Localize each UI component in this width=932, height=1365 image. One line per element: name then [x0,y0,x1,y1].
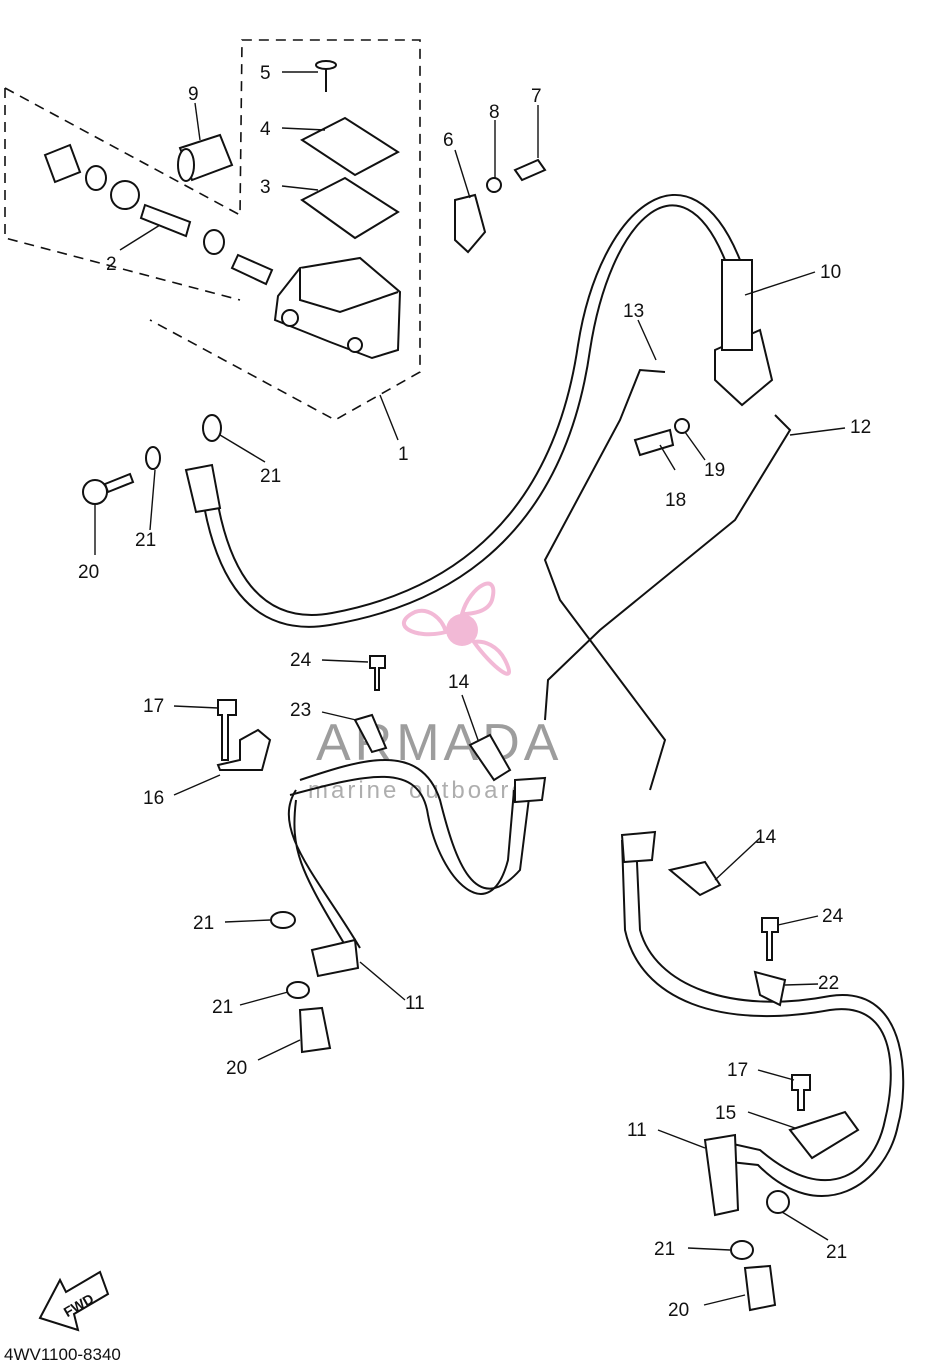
brake-hose-upper [199,204,726,628]
label-part-24-a: 24 [290,650,312,671]
label-part-21-f: 21 [654,1239,675,1260]
brake-pipe-13 [543,368,667,791]
leader-lines [94,71,846,1306]
label-part-21-d: 21 [212,997,233,1018]
joint-hose-part [721,259,753,351]
washer-21-f-part [730,1240,754,1260]
holder-washer-part [486,177,502,193]
hose-fitting-right-part [620,830,657,864]
label-part-10: 10 [820,262,841,283]
guide-14-lower-part [667,860,722,897]
diagram-code: 4WV1100-8340 [4,1345,121,1364]
assembly-outline-piston-kit [4,39,421,421]
clamp-23-part [353,713,388,754]
label-part-21-a: 21 [260,466,281,487]
label-part-24-b: 24 [822,906,844,927]
hose-fitting-left-part [514,776,547,804]
union-bolt-18-part [633,428,675,457]
piston-kit-part [43,143,274,286]
label-part-14-a: 14 [448,672,470,693]
label-part-17-b: 17 [727,1060,748,1081]
washer-21-c-part [270,911,296,929]
union-bolt-20-left-part [82,472,135,505]
guide-14-upper-part [468,733,512,782]
boot-part [177,133,234,182]
washer-19-part [674,418,690,434]
bracket-16-part [216,728,272,771]
washer-21-a-part [145,446,161,470]
label-part-21-b: 21 [135,530,156,551]
label-part-12: 12 [850,417,871,438]
label-part-1: 1 [398,444,409,465]
label-part-16: 16 [143,788,164,809]
bolt-17-left-part [217,699,237,761]
hose-end-right-part [703,1133,740,1217]
label-part-11-a: 11 [405,993,425,1014]
label-part-21-e: 21 [826,1242,847,1263]
brake-hose-11-left [287,789,361,949]
label-part-21-c: 21 [193,913,214,934]
holder-part [454,193,487,254]
brake-hose-11-right-outline [635,839,905,1197]
label-part-4: 4 [260,119,271,140]
label-part-3: 3 [260,177,271,198]
label-part-8: 8 [489,102,500,123]
bracket-15-part [788,1110,860,1160]
label-part-15: 15 [715,1103,736,1124]
label-part-2: 2 [106,254,117,275]
label-part-11-b: 11 [627,1120,647,1141]
label-part-23: 23 [290,700,311,721]
label-part-20-b: 20 [226,1058,247,1079]
label-part-17-a: 17 [143,696,164,717]
reservoir-cap-part [300,116,400,177]
brake-pipe-12 [544,414,792,721]
fwd-arrow-icon: FWD [38,1270,110,1332]
union-bolt-20-mid-part [298,1006,332,1054]
cap-screw-part [315,60,337,92]
label-part-14-b: 14 [755,827,777,848]
brake-hose-upper-outline [213,194,741,616]
label-part-6: 6 [443,130,454,151]
clamp-22-part [753,970,787,1007]
bolt-24-left-part [369,655,386,691]
washer-21-e-part [766,1190,790,1214]
brake-hose-11-left-main [299,759,531,890]
master-cylinder-body-part [273,256,402,360]
watermark-propeller-icon [401,581,512,676]
diaphragm-part [300,176,400,240]
brake-hose-11-right [621,839,892,1181]
bolt-24-right-part [761,917,779,961]
washer-21-b-part [202,414,222,442]
label-part-5: 5 [260,63,271,84]
label-part-9: 9 [188,84,199,105]
label-part-20-a: 20 [78,562,99,583]
brake-hose-11-left-outline [289,775,515,895]
bolt-17-right-part [791,1074,811,1111]
union-bolt-20-right-part [743,1264,777,1312]
hose-end-left-part [310,938,360,978]
label-part-13: 13 [623,301,644,322]
label-part-7: 7 [531,86,542,107]
label-part-22: 22 [818,973,839,994]
washer-21-d-part [286,981,310,999]
holder-bolt-part [513,158,547,182]
label-part-18: 18 [665,490,686,511]
hose-fitting-part [184,463,222,514]
label-part-19: 19 [704,460,725,481]
label-part-20-c: 20 [668,1300,689,1321]
